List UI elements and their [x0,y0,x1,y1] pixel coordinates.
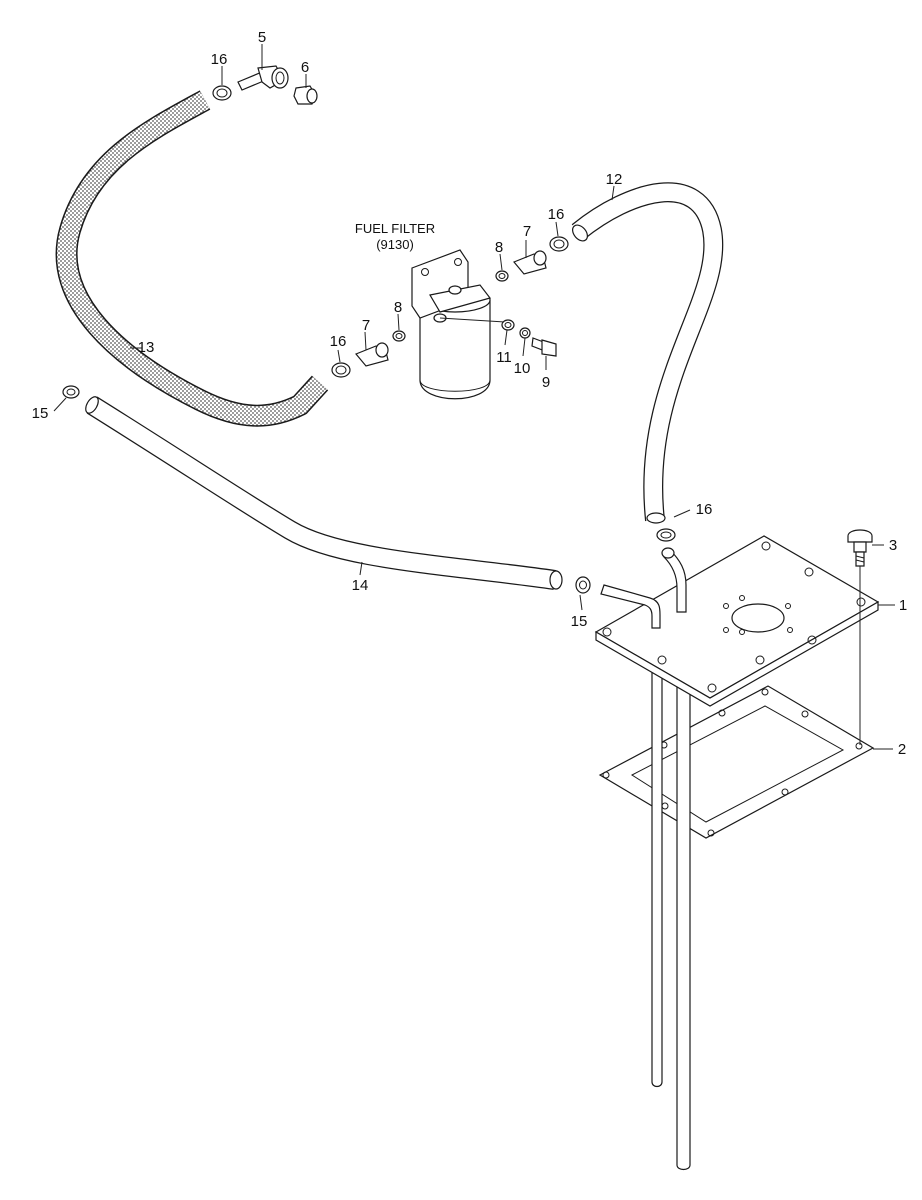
label-part-14: 14 [352,577,369,594]
leader-lines [53,44,895,750]
fuel-filter-caption-line2: (9130) [376,237,414,252]
hose-clamp-16-top [212,85,232,101]
washer-8-right [495,270,509,282]
washer-11 [501,319,515,331]
label-part-3: 3 [889,537,897,554]
label-part-7: 7 [523,223,531,240]
hose-14 [85,396,563,590]
label-part-16: 16 [211,51,228,68]
hose-clamp-16-left [331,362,351,378]
label-part-12: 12 [606,171,623,188]
gasket-2 [598,685,875,839]
label-part-8: 8 [394,299,402,316]
label-part-7: 7 [362,317,370,334]
label-part-15: 15 [571,613,588,630]
fuel-filter-caption-line1: FUEL FILTER [355,221,435,236]
label-part-13: 13 [138,339,155,356]
hose-clamp-16-right [549,236,569,252]
label-part-16: 16 [330,333,347,350]
label-part-16: 16 [548,206,565,223]
hose-12 [571,182,724,524]
label-part-1: 1 [899,597,907,614]
label-part-15: 15 [32,405,49,422]
label-part-6: 6 [301,59,309,76]
connector-6 [293,85,318,105]
label-part-11: 11 [496,349,512,366]
sender-plate-1 [594,535,880,707]
washer-10 [519,327,531,339]
label-part-2: 2 [898,741,906,758]
tube-left [651,640,663,1088]
fuel-filter [411,249,506,400]
label-part-8: 8 [495,239,503,256]
label-part-9: 9 [542,374,550,391]
label-part-16: 16 [696,501,713,518]
washer-8-left [392,330,406,342]
hose-clamp-15-left [62,385,80,399]
connector-7-right [513,250,547,275]
label-part-5: 5 [258,29,266,46]
tube-right [676,650,691,1171]
bolt-9 [531,337,557,357]
connector-7-left [355,342,389,367]
hose-clamp-16-lower [656,528,676,542]
hose-13 [55,90,329,427]
label-part-10: 10 [514,360,531,377]
hose-clamp-15-right [575,576,591,594]
elbow-fitting-5 [237,65,289,91]
bolt-3 [847,529,873,745]
